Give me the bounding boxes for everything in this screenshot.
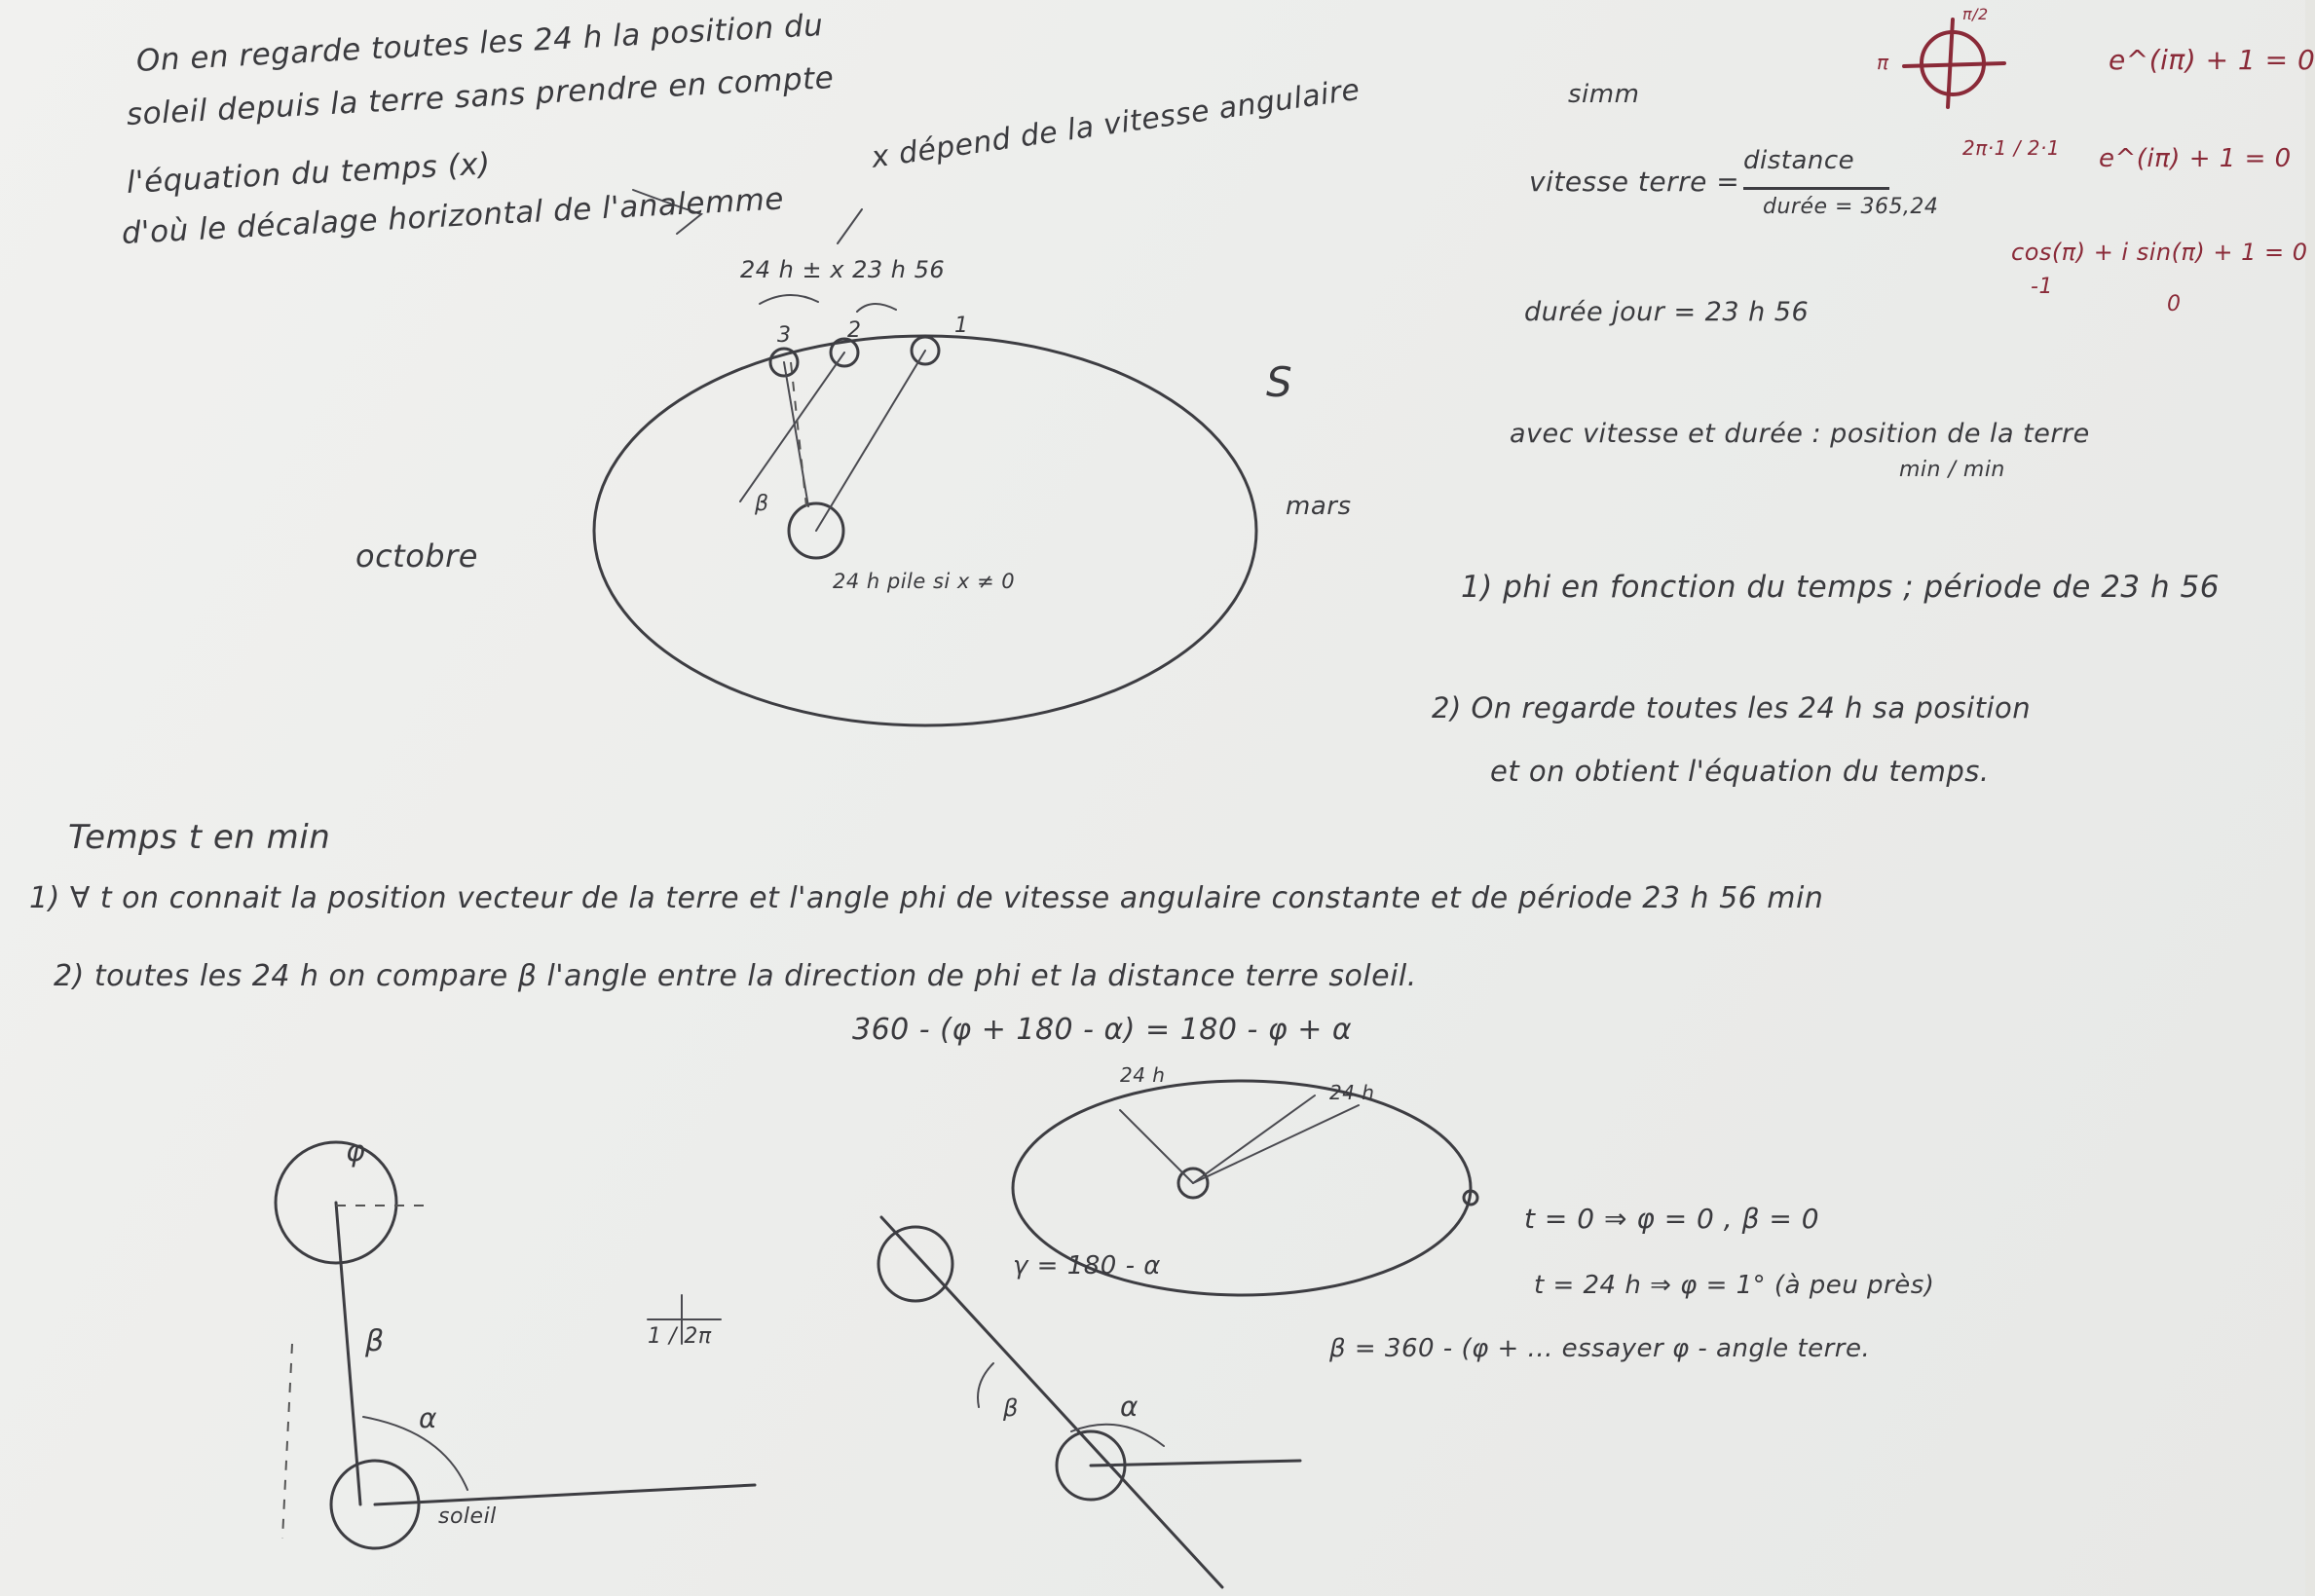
alpha-arc-left (362, 1416, 468, 1491)
horizontal-line (373, 1483, 757, 1506)
method-line-2: 2) toutes les 24 h on compare β l'angle … (54, 959, 1417, 993)
position-sub: min / min (1899, 458, 2005, 482)
alpha-arc-mid (1070, 1423, 1165, 1447)
unit-circle-label-top: π/2 (1962, 5, 1989, 23)
orbit-label-b: 24 h (1329, 1081, 1375, 1104)
euler-2: e^(iπ) + 1 = 0 (2099, 144, 2292, 173)
unit-circle-v (1946, 18, 1955, 109)
orbit-point-label-3: 3 (777, 323, 792, 348)
dashed-ref-2 (281, 1343, 293, 1540)
cos-line: cos(π) + i sin(π) + 1 = 0 (2011, 239, 2308, 266)
condition-1: t = 0 ⇒ φ = 0 , β = 0 (1524, 1203, 1820, 1235)
earth-position-1 (910, 335, 941, 366)
horizontal-mid (1089, 1459, 1302, 1467)
arc-arrow-left (759, 293, 819, 305)
sun-circle-bottom (329, 1459, 421, 1550)
orbit-point-label-2: 2 (847, 318, 862, 343)
day-length: durée jour = 23 h 56 (1524, 297, 1810, 327)
orbit-label-a: 24 h (1120, 1063, 1166, 1087)
left-sun: soleil (438, 1504, 497, 1529)
annotation-arrow (837, 208, 863, 244)
top-left-arrow (632, 189, 704, 235)
condition-2: t = 24 h ⇒ φ = 1° (à peu près) (1534, 1271, 1935, 1300)
euler-1: e^(iπ) + 1 = 0 (2109, 44, 2315, 76)
orbit-sun-caption: 24 h pile si x ≠ 0 (833, 570, 1016, 593)
mid-ray-a (1119, 1109, 1194, 1184)
gamma-eq: γ = 180 - α (1013, 1251, 1161, 1281)
orbit-beta-mark: β (755, 492, 769, 516)
method-equation: 360 - (φ + 180 - α) = 180 - φ + α (852, 1013, 1353, 1047)
earth-position-3 (768, 347, 800, 378)
sun-circle (787, 501, 845, 560)
orbit-season-mark: S (1266, 358, 1293, 406)
mid-ray-b (1192, 1095, 1316, 1184)
diag-line (879, 1215, 1224, 1589)
earth-position-2 (829, 337, 860, 368)
mid-beta: β (1003, 1394, 1019, 1422)
unit-circle-h (1902, 61, 2006, 68)
small-fraction: 1 / 2π (648, 1324, 712, 1349)
item-2b: et on obtient l'équation du temps. (1490, 755, 1990, 788)
section-title: Temps t en min (68, 818, 331, 857)
vertical-line (334, 1201, 362, 1506)
orbit-right-label: mars (1286, 492, 1352, 521)
left-alpha: α (419, 1402, 437, 1434)
arc-arrow-right (856, 303, 897, 313)
item-2a: 2) On regarde toutes les 24 h sa positio… (1432, 691, 2032, 724)
under-cos: -1 (2031, 275, 2053, 299)
ray-1 (815, 350, 926, 532)
orbit-point-label-1: 1 (954, 314, 969, 338)
unit-circle-label-left: π (1877, 51, 1889, 74)
speed-line: vitesse terre = (1529, 166, 1740, 198)
orbit-left-label: octobre (355, 538, 478, 575)
ray-2 (739, 352, 845, 502)
left-beta: β (365, 1324, 385, 1358)
sun-mid (1176, 1167, 1210, 1200)
speed-fraction-bar (1743, 187, 1889, 190)
earth-mid-left (877, 1225, 954, 1303)
fraction: 2π·1 / 2·1 (1962, 136, 2061, 160)
under-sin: 0 (2167, 292, 2182, 316)
item-1: 1) phi en fonction du temps ; période de… (1461, 570, 2220, 605)
method-line-1: 1) ∀ t on connait la position vecteur de… (29, 881, 1824, 915)
beta-arc-mid (977, 1362, 994, 1408)
left-phi: φ (346, 1134, 366, 1169)
position-line: avec vitesse et durée : position de la t… (1510, 419, 2090, 449)
speed-denominator: durée = 365,24 (1763, 195, 1939, 219)
earth-bottom-right (1462, 1189, 1479, 1206)
speed-numerator: distance (1743, 146, 1855, 175)
orbit-ellipse (592, 334, 1258, 727)
mid-alpha: α (1120, 1391, 1139, 1423)
earth-circle-top (274, 1140, 398, 1265)
mid-ray-c (1192, 1104, 1360, 1184)
ray-3-dashed (790, 361, 807, 507)
condition-3: β = 360 - (φ + ... essayer φ - angle ter… (1329, 1334, 1871, 1363)
orbit-arc-label: 24 h ± x 23 h 56 (740, 256, 946, 283)
right-word-top: simm (1568, 80, 1640, 109)
orbit-ellipse-bottom (1011, 1079, 1473, 1297)
